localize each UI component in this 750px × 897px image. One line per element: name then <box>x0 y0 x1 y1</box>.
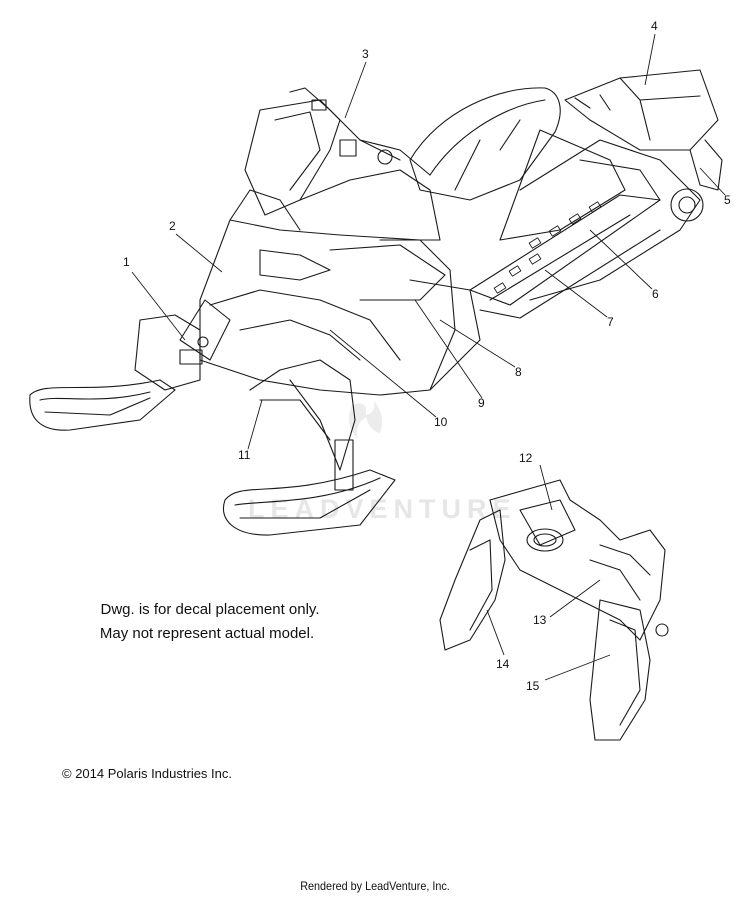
callout-7: 7 <box>607 315 614 329</box>
callout-11: 11 <box>238 448 251 462</box>
callout-9: 9 <box>478 396 485 410</box>
callout-15: 15 <box>526 679 540 693</box>
placement-note-line-1: Dwg. is for decal placement only. <box>100 601 320 618</box>
footer-credit: Rendered by LeadVenture, Inc. <box>300 879 450 893</box>
hood-panel-drawing <box>439 479 669 741</box>
callout-12: 12 <box>519 451 533 465</box>
watermark: LEADVENTURE <box>248 401 517 524</box>
callout-4: 4 <box>651 19 658 33</box>
callout-6: 6 <box>652 287 659 301</box>
placement-note-line-2: May not represent actual model. <box>99 625 315 642</box>
callout-3: 3 <box>362 47 369 61</box>
callout-labels: 1 2 3 4 5 6 7 8 9 10 11 12 13 14 15 <box>123 19 731 693</box>
watermark-text: LEADVENTURE <box>248 494 517 524</box>
callout-2: 2 <box>169 219 176 233</box>
callout-1: 1 <box>123 255 130 269</box>
callout-8: 8 <box>515 365 522 379</box>
callout-13: 13 <box>533 613 547 627</box>
flame-logo-icon <box>349 401 382 439</box>
callout-10: 10 <box>434 415 448 429</box>
copyright-text: © 2014 Polaris Industries Inc. <box>62 766 232 781</box>
callout-14: 14 <box>496 657 510 671</box>
leader-lines <box>131 33 726 681</box>
callout-5: 5 <box>724 193 731 207</box>
snowmobile-drawing <box>29 69 723 536</box>
